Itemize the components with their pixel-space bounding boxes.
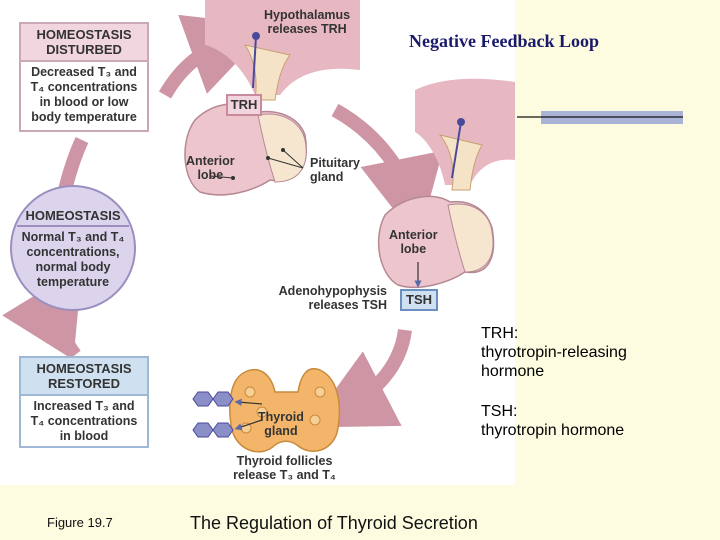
hypothalamus-label: Hypothalamus releases TRH (264, 8, 350, 36)
cycle-arrow-lower-right (307, 328, 412, 428)
pituitary-dot-1 (266, 156, 270, 160)
anterior-lobe-right-line: Anterior (389, 228, 438, 242)
adenohypophysis-line: Adenohypophysis (278, 284, 387, 298)
restored-body: Increased T₃ and T₄ concentrations in bl… (21, 396, 147, 447)
restored-line: T₄ concentrations (30, 414, 138, 428)
anterior-lobe-right-line: lobe (400, 242, 427, 256)
disturbed-header-line2: DISTURBED (46, 42, 122, 57)
restored-line: in blood (59, 429, 109, 443)
thyroid-gland-line: Thyroid (258, 410, 304, 424)
hormone-hexagon (212, 391, 234, 407)
release-arrow-2 (234, 419, 263, 431)
pituitary-pointer-1 (267, 157, 304, 169)
pituitary-stalk-right (438, 134, 483, 191)
anterior-lobe-left-dot (231, 176, 235, 180)
disturbed-line: Decreased T₃ and (31, 65, 137, 79)
normal-line: normal body (35, 260, 111, 274)
thyroid-gland (229, 367, 341, 453)
tsh-definition: TSH: thyrotropin hormone (481, 402, 624, 440)
anterior-lobe-right-label: Anterior lobe (389, 228, 438, 256)
page-title: Negative Feedback Loop (409, 31, 599, 51)
hormone-hexagon (192, 391, 214, 407)
restored-header-line2: RESTORED (48, 376, 120, 391)
normal-line: concentrations, (26, 245, 120, 259)
normal-line: temperature (36, 275, 110, 289)
cycle-arrow-left-upper (58, 137, 89, 192)
thyroid-gland-line: gland (264, 424, 298, 438)
neuron-axon-right (451, 121, 462, 179)
adenohypophysis-line: releases TSH (308, 298, 387, 312)
normal-header: HOMEOSTASIS (17, 208, 129, 227)
pituitary-stalk-left (243, 44, 291, 101)
thyroid-follicle (244, 386, 256, 398)
thyroid-follicles-line: Thyroid follicles (236, 454, 333, 468)
figure-number: Figure 19.7 (47, 515, 113, 530)
thyroid-gland-label: Thyroid gland (258, 410, 304, 438)
pituitary-posterior-right (447, 203, 494, 273)
thyroid-follicle (314, 386, 326, 398)
anterior-lobe-left-label: Anterior lobe (186, 154, 235, 182)
thyroid-follicles-label: Thyroid follicles release T₃ and T₄ (222, 454, 347, 482)
neuron-axon-left (252, 35, 257, 89)
trh-tag: TRH (226, 94, 262, 116)
pituitary-gland-line: Pituitary (310, 156, 361, 170)
anterior-lobe-left-pointer (209, 175, 234, 179)
thyroid-follicle (309, 414, 321, 426)
homeostasis-disturbed-box: HOMEOSTASIS DISTURBED Decreased T₃ and T… (19, 22, 149, 132)
hormone-hexagon (212, 422, 234, 438)
anterior-lobe-left-line: Anterior (186, 154, 235, 168)
tsh-definition-line: thyrotropin hormone (481, 422, 625, 439)
disturbed-header-line1: HOMEOSTASIS (36, 27, 132, 42)
disturbed-line: T₄ concentrations (30, 80, 138, 94)
restored-line: Increased T₃ and (33, 399, 135, 413)
thyroid-follicles-line: release T₃ and T₄ (233, 468, 336, 482)
hypothalamus-shape-left (205, 0, 360, 95)
figure-caption: The Regulation of Thyroid Secretion (190, 513, 478, 533)
hypothalamus-shape-right (415, 78, 515, 185)
trh-definition-line: hormone (481, 363, 545, 380)
pituitary-gland-line: gland (310, 170, 344, 184)
anterior-lobe-left-line: lobe (197, 168, 224, 182)
trh-definition-line: thyrotropin-releasing (481, 344, 627, 361)
homeostasis-normal-circle (10, 185, 136, 311)
restored-header: HOMEOSTASIS RESTORED (21, 358, 147, 396)
trh-definition-term: TRH: (481, 325, 519, 342)
hormone-hexagon (192, 422, 214, 438)
pituitary-pointer-2 (282, 149, 304, 169)
hypothalamus-label-line: Hypothalamus (264, 8, 351, 22)
pituitary-dot-2 (281, 148, 285, 152)
release-arrow-1 (234, 398, 263, 406)
trh-definition: TRH: thyrotropin-releasing hormone (481, 324, 627, 381)
tsh-definition-term: TSH: (481, 403, 518, 420)
homeostasis-restored-box: HOMEOSTASIS RESTORED Increased T₃ and T₄… (19, 356, 149, 448)
pituitary-gland-label: Pituitary gland (310, 156, 360, 184)
thyroid-follicle (256, 406, 268, 418)
neuron-body-left (252, 32, 260, 40)
homeostasis-normal: HOMEOSTASIS Normal T₃ and T₄ concentrati… (11, 208, 135, 290)
cycle-arrow-right (331, 103, 443, 242)
neuron-body-right (457, 118, 465, 126)
adenohypophysis-label: Adenohypophysis releases TSH (267, 284, 387, 312)
normal-line: Normal T₃ and T₄ (21, 230, 125, 244)
disturbed-line: in blood or low (39, 95, 129, 109)
restored-header-line1: HOMEOSTASIS (36, 361, 132, 376)
disturbed-header: HOMEOSTASIS DISTURBED (21, 24, 147, 62)
disturbed-line: body temperature (31, 110, 137, 124)
hypothalamus-label-line: releases TRH (267, 22, 347, 36)
disturbed-body: Decreased T₃ and T₄ concentrations in bl… (21, 62, 147, 128)
tsh-tag: TSH (400, 289, 438, 311)
